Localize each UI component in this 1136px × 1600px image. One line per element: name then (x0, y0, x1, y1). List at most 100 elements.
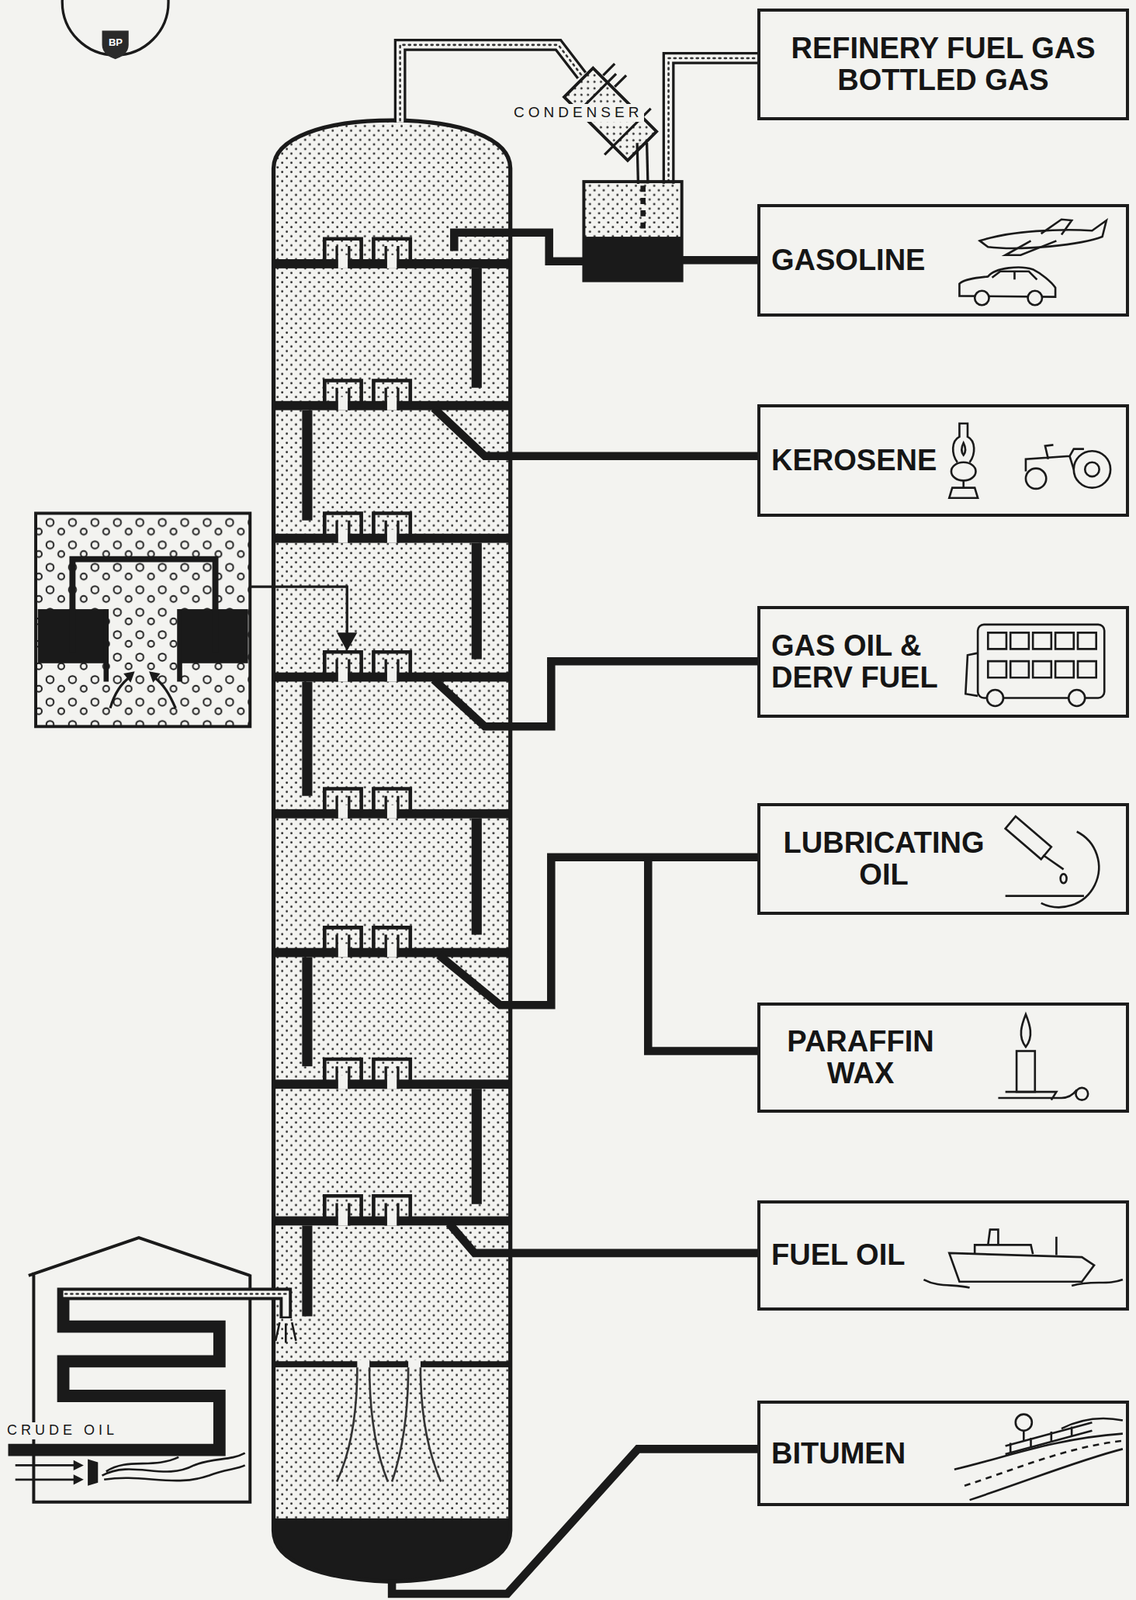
oil-can-icon (1005, 894, 1085, 898)
bus-icon (977, 624, 1105, 699)
reflux-drum (640, 185, 646, 235)
overhead-pipe (641, 142, 643, 184)
furnace (63, 1293, 287, 1317)
product-name: LUBRICATING OIL (771, 827, 997, 891)
road-icon (969, 1448, 1123, 1500)
candle-icon (1016, 1051, 1036, 1093)
road-icon (964, 1440, 1123, 1486)
bubble-cap (324, 512, 361, 543)
condenser (602, 63, 627, 87)
bubble-cap (324, 238, 361, 269)
product-name: KEROSENE (771, 444, 937, 477)
bubble-cap (373, 512, 410, 543)
product-pipe (433, 661, 758, 727)
candle-icon (1021, 1014, 1031, 1047)
downcomer (301, 410, 312, 521)
bubble-cap-inset (72, 559, 215, 654)
tractor-icon (1025, 444, 1085, 472)
bubble-cap (324, 1059, 361, 1089)
ship-icon (974, 1244, 1033, 1254)
bubble-cap-inset (35, 512, 357, 727)
lamp-icon (952, 423, 974, 463)
oil-can-icon (1060, 873, 1067, 884)
candle-icon (1075, 1087, 1088, 1101)
product-box: PARAFFIN WAX (757, 1002, 1130, 1113)
overhead-pipe (400, 45, 758, 184)
product-pipe (682, 256, 758, 265)
oil-can-icon (1041, 831, 1099, 908)
ship-icon (923, 1279, 1123, 1289)
product-name: FUEL OIL (771, 1239, 905, 1272)
furnace (102, 1453, 246, 1482)
downcomer (301, 681, 312, 796)
car-icon (1028, 290, 1043, 305)
road-icon (1022, 1430, 1026, 1441)
vapour-chimney (356, 1360, 370, 1369)
logo-text: BP (108, 36, 123, 49)
lamp-icon (962, 480, 965, 488)
ship-icon (987, 1229, 998, 1246)
reflux-drum (583, 181, 682, 281)
product-box: GAS OIL & DERV FUEL (757, 606, 1130, 717)
bubble-cap-inset (35, 512, 250, 727)
product-name: GAS OIL & DERV FUEL (771, 630, 966, 694)
downcomer (301, 1225, 312, 1317)
product-box: KEROSENE (757, 404, 1130, 517)
lamp-icon (948, 488, 978, 499)
bubble-cap (324, 238, 410, 1227)
aircraft-icon (980, 219, 1107, 256)
oil-can-icon (1005, 816, 1100, 908)
bubble-cap-inset (123, 671, 160, 683)
car-icon (992, 271, 1038, 281)
downcomer (471, 1088, 482, 1205)
tractor-icon (1084, 462, 1099, 477)
lamp-icon (948, 423, 978, 499)
car-icon (959, 267, 1056, 306)
product-box: BITUMEN (757, 1400, 1130, 1507)
bubble-cap (373, 651, 410, 682)
product-pipe (433, 408, 758, 457)
furnace (87, 1459, 98, 1486)
bubble-cap (373, 238, 410, 269)
bubble-cap-inset (106, 609, 181, 682)
overhead-pipe (668, 58, 758, 184)
distillation-column (273, 1518, 511, 1583)
bubble-cap-inset (249, 586, 347, 635)
product-box: REFINERY FUEL GASBOTTLED GAS (757, 8, 1130, 122)
road-icon (954, 1414, 1123, 1500)
bubble-cap (324, 380, 361, 411)
input-label: CRUDE OIL (5, 1422, 120, 1440)
vapour-chimney (336, 1367, 441, 1482)
bubble-cap-inset (110, 676, 176, 709)
ship-icon (923, 1229, 1123, 1289)
product-box: FUEL OIL (757, 1200, 1130, 1311)
product-name: BOTTLED GAS (837, 64, 1049, 97)
bubble-cap (324, 789, 361, 819)
oil-can-icon (1042, 855, 1064, 870)
road-icon (1061, 1418, 1123, 1429)
column-tray (273, 1361, 511, 1368)
bubble-cap (324, 927, 361, 957)
column-outline (273, 120, 511, 1582)
downcomer (471, 543, 482, 660)
product-name: BITUMEN (771, 1437, 906, 1470)
bubble-cap (373, 380, 410, 411)
ship-icon (1055, 1236, 1058, 1256)
bubble-cap-inset (336, 632, 357, 652)
component-label: CONDENSER (512, 103, 645, 122)
overhead-pipe (668, 58, 756, 182)
candle-icon (997, 1014, 1088, 1100)
bus-icon (965, 624, 1105, 707)
furnace (65, 1292, 286, 1296)
tractor-icon (1025, 444, 1111, 489)
downcomer (301, 957, 312, 1067)
bp-logo (102, 30, 129, 59)
distillation-column (273, 120, 511, 1582)
bp-logo (62, 0, 169, 59)
product-name: PARAFFIN WAX (771, 1025, 950, 1090)
vapour-chimney (336, 1360, 441, 1482)
distillation-column (273, 120, 511, 1582)
furnace (15, 1465, 77, 1479)
